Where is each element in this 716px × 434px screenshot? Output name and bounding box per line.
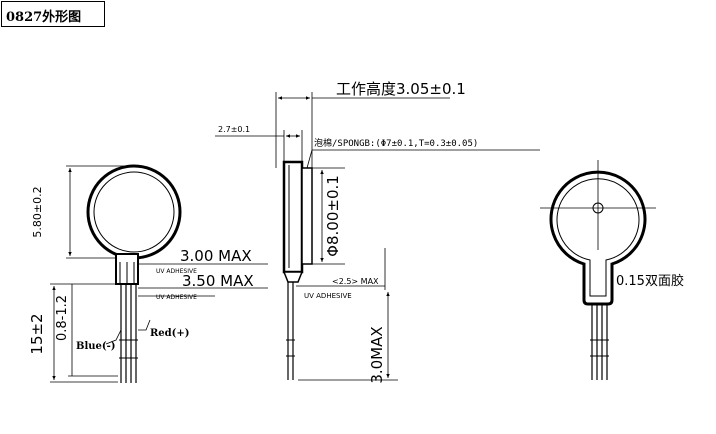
drawing-title: 0827外形图 xyxy=(6,10,82,25)
back-view xyxy=(540,160,656,380)
back-outline-inner xyxy=(556,178,640,297)
uv-adhesive-label-1: UV ADHESIVE xyxy=(156,268,197,275)
dim-thickness-max-label: 3.00 MAX xyxy=(180,247,252,265)
lead-max-label: 3.0MAX xyxy=(368,326,386,383)
front-leads xyxy=(119,284,138,383)
dim-lead-length-label: 15±2 xyxy=(28,313,46,354)
front-view-labels: 5.80±0.2 3.00 MAX 3.50 MAX UV ADHESIVE U… xyxy=(28,186,254,354)
back-outline-outer xyxy=(549,170,647,306)
lead-offset-label: <2.5> MAX xyxy=(332,277,379,286)
lead-blue-label: Blue(-) xyxy=(76,341,116,352)
dim-diameter-h-label: 5.80±0.2 xyxy=(31,186,44,237)
side-body xyxy=(282,160,304,274)
side-view xyxy=(215,92,540,381)
motor-body-inner xyxy=(93,171,175,253)
side-foam xyxy=(301,167,313,265)
dim-strip-length-label: 0.8-1.2 xyxy=(55,295,70,341)
working-height-label: 工作高度3.05±0.1 xyxy=(336,80,466,98)
diameter-label: Φ8.00±0.1 xyxy=(324,175,342,257)
foam-thickness-label: 2.7±0.1 xyxy=(218,125,250,134)
motor-body-outer xyxy=(86,164,182,260)
front-view xyxy=(50,164,268,383)
dim-overall-max-label: 3.50 MAX xyxy=(182,272,254,290)
sponge-label: 泡棉/SPONGB:(Φ7±0.1,T=0.3±0.05) xyxy=(314,137,478,149)
double-tape-label: 0.15双面胶 xyxy=(616,273,684,289)
uv-adhesive-label-2: UV ADHESIVE xyxy=(156,294,197,301)
lead-red-label: Red(+) xyxy=(150,328,190,339)
drawing-title-box: 0827外形图 xyxy=(1,1,105,27)
back-view-labels: 0.15双面胶 xyxy=(616,273,684,289)
side-view-labels: 工作高度3.05±0.1 2.7±0.1 泡棉/SPONGB:(Φ7±0.1,T… xyxy=(218,80,478,384)
uv-adhesive-side-label: UV ADHESIVE xyxy=(304,292,352,300)
